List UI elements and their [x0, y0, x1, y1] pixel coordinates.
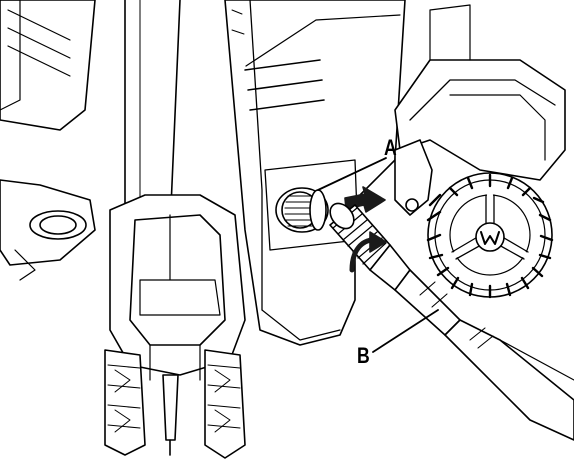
wheel-right	[204, 349, 246, 459]
hose-holder-ring	[0, 179, 96, 281]
callout-leader-a	[317, 157, 387, 191]
callout-label-b: B	[357, 343, 370, 368]
w-logo-icon	[480, 231, 500, 245]
reel-bracket	[394, 139, 433, 216]
rotate-clockwise-icon	[349, 231, 387, 273]
frame-top-left	[0, 0, 96, 131]
callout-label-a: A	[384, 135, 397, 160]
water-inlet-connector	[275, 187, 329, 233]
hose-reel	[426, 172, 554, 299]
hose-coupling	[329, 202, 574, 441]
wheel-left	[104, 349, 146, 456]
front-foot	[109, 194, 246, 381]
front-spike	[162, 374, 179, 456]
callout-leader-b	[372, 309, 439, 353]
